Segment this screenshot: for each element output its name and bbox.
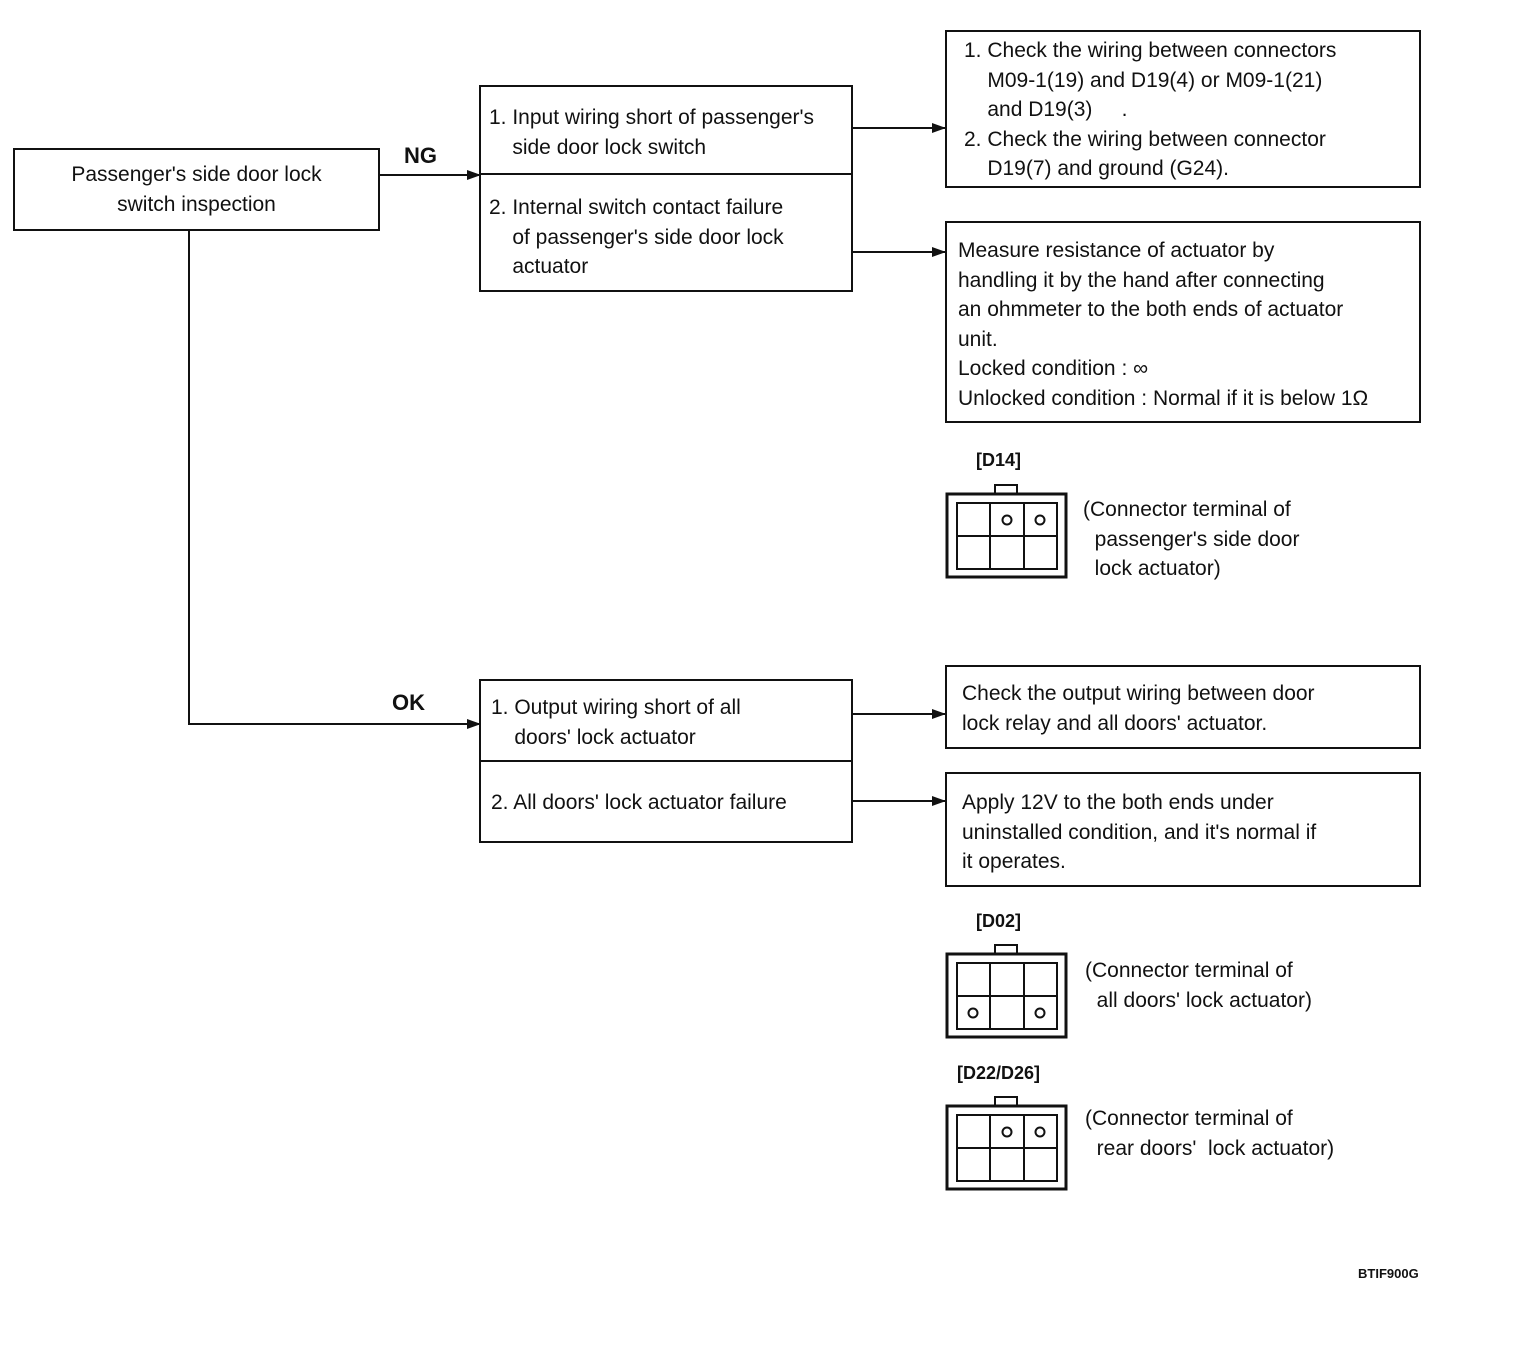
ng-action-2: Measure resistance of actuator by handli… xyxy=(958,239,1369,410)
connector-d14-icon xyxy=(945,484,1068,579)
ok-causes-box: 1. Output wiring short of all doors' loc… xyxy=(479,679,853,843)
ng-action-1-box: 1. Check the wiring between connectors M… xyxy=(945,30,1421,188)
figure-code: BTIF900G xyxy=(1358,1266,1419,1281)
ok-action-2: Apply 12V to the both ends under uninsta… xyxy=(962,791,1317,873)
ok-causes-divider xyxy=(481,760,851,762)
ok-action-1: Check the output wiring between door loc… xyxy=(962,682,1315,735)
ok-action-2-box: Apply 12V to the both ends under uninsta… xyxy=(945,772,1421,887)
ng-action-1: 1. Check the wiring between connectors M… xyxy=(964,39,1337,180)
connector-d22-d26-label: [D22/D26] xyxy=(957,1063,1041,1083)
ok-action-1-box: Check the output wiring between door loc… xyxy=(945,665,1421,749)
ng-cause-2: 2. Internal switch contact failure of pa… xyxy=(489,196,784,278)
connector-d02-icon xyxy=(945,944,1068,1039)
ng-causes-box: 1. Input wiring short of passenger's sid… xyxy=(479,85,853,292)
ng-causes-divider xyxy=(481,173,851,175)
ok-cause-1: 1. Output wiring short of all doors' loc… xyxy=(491,696,741,749)
ng-label: NG xyxy=(404,143,437,168)
ok-arrow xyxy=(188,231,481,729)
ok-label: OK xyxy=(392,690,425,715)
start-box: Passenger's side door lock switch inspec… xyxy=(13,148,380,231)
ng-cause-1: 1. Input wiring short of passenger's sid… xyxy=(489,106,815,159)
connector-d22-d26-icon xyxy=(945,1096,1068,1191)
connector-d02-caption: (Connector terminal of all doors' lock a… xyxy=(1085,959,1312,1012)
connector-d02-label: [D02] xyxy=(976,911,1022,931)
connector-d14-caption: (Connector terminal of passenger's side … xyxy=(1083,498,1300,580)
connector-d14-label: [D14] xyxy=(976,450,1022,470)
start-text: Passenger's side door lock switch inspec… xyxy=(71,163,322,216)
ng-action-2-box: Measure resistance of actuator by handli… xyxy=(945,221,1421,423)
connector-d22-d26-caption: (Connector terminal of rear doors' lock … xyxy=(1085,1107,1335,1160)
ok-cause-2: 2. All doors' lock actuator failure xyxy=(491,791,787,814)
